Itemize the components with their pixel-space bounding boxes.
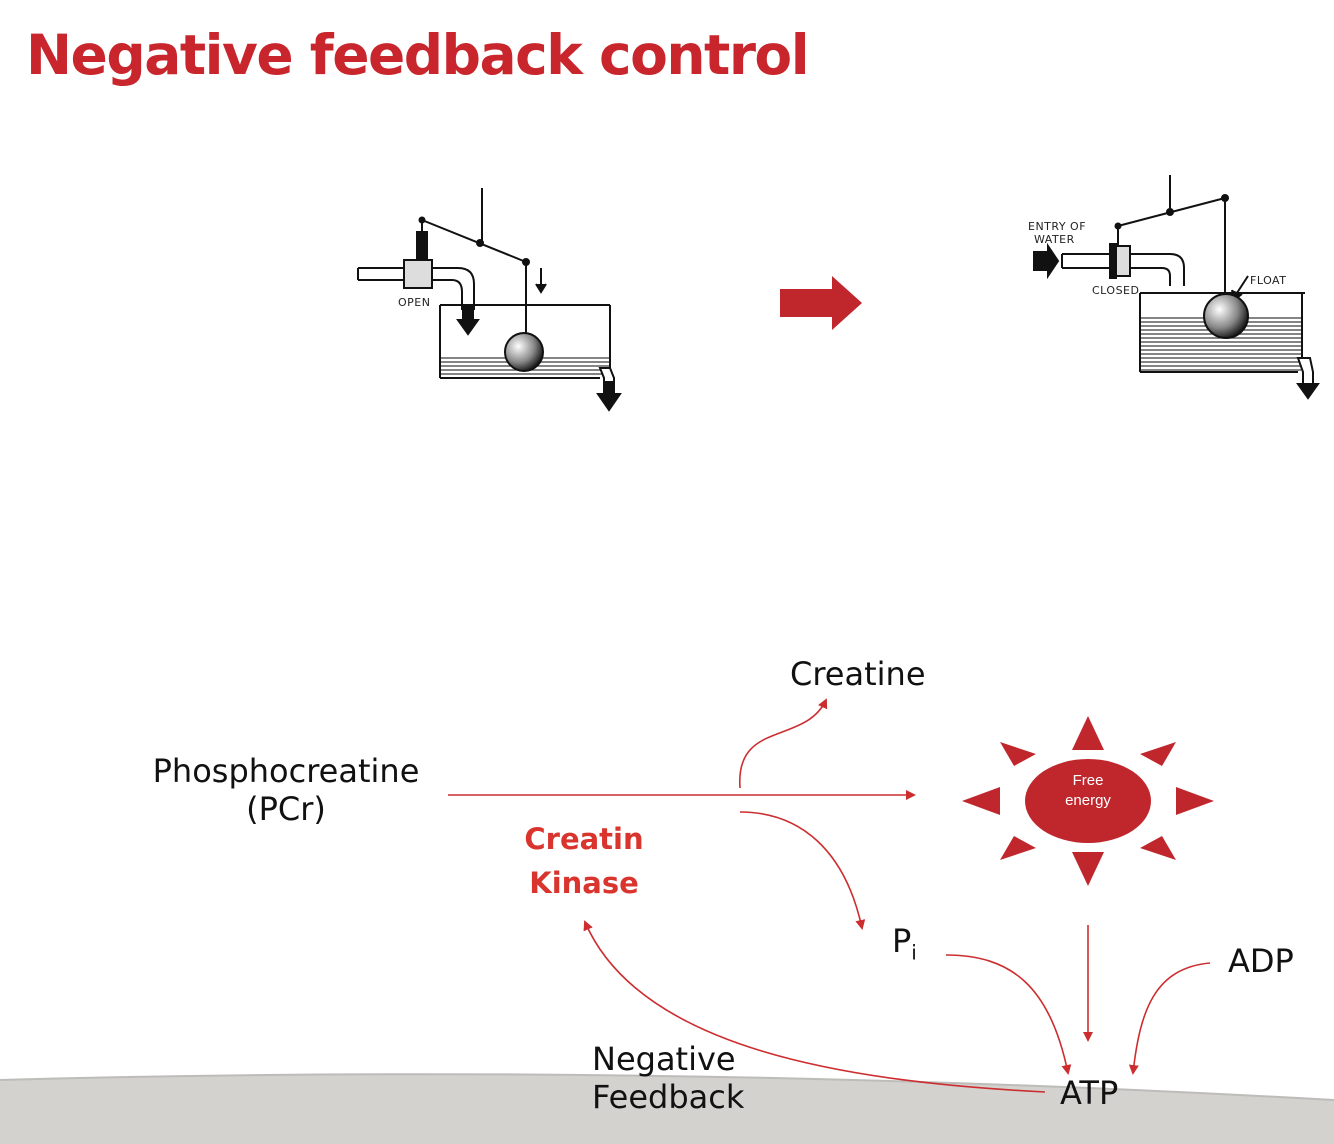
- adp-to-atp-arrow: [1128, 962, 1211, 1075]
- creatine-label: Creatine: [790, 655, 926, 693]
- negative-feedback-arrow: [583, 920, 1046, 1093]
- free-energy-starburst: [962, 716, 1214, 886]
- pi-arrow: [739, 811, 866, 930]
- creatine-arrow: [739, 698, 828, 789]
- free-energy-line1: Free: [1072, 772, 1104, 789]
- pi-to-atp-arrow: [945, 954, 1072, 1075]
- entry-label-line2: WATER: [1034, 233, 1075, 246]
- adp-label: ADP: [1228, 942, 1294, 980]
- negative-feedback-label: Negative Feedback: [592, 1040, 744, 1117]
- free-energy-label: Free energy: [1028, 771, 1148, 810]
- pathway-arrows: [448, 698, 1211, 1093]
- footer-band: [0, 1073, 1334, 1144]
- atp-label: ATP: [1060, 1074, 1119, 1112]
- float-label: FLOAT: [1250, 274, 1286, 287]
- open-label: OPEN: [398, 296, 430, 309]
- feedback-line2: Feedback: [592, 1078, 745, 1117]
- phosphocreatine-label: Phosphocreatine (PCr): [144, 752, 428, 829]
- inorganic-phosphate-label: Pi: [892, 922, 917, 964]
- enzyme-name-line1: Creatin: [524, 822, 644, 856]
- pi-subscript: i: [911, 940, 917, 965]
- pi-main: P: [892, 922, 912, 960]
- entry-label-line1: ENTRY OF: [1028, 220, 1086, 233]
- tank-closed-illustration: [1033, 175, 1320, 400]
- transition-arrow: [780, 276, 862, 330]
- free-energy-line2: energy: [1065, 791, 1111, 809]
- feedback-line1: Negative: [592, 1040, 736, 1078]
- tank-open-illustration: [357, 188, 622, 412]
- creatine-kinase-label: Creatin Kinase: [514, 818, 654, 905]
- phosphocreatine-abbrev: (PCr): [246, 790, 326, 829]
- enzyme-name-line2: Kinase: [529, 865, 639, 900]
- phosphocreatine-name: Phosphocreatine: [152, 752, 420, 790]
- closed-label: CLOSED: [1092, 284, 1139, 297]
- slide-title: Negative feedback control: [26, 23, 810, 87]
